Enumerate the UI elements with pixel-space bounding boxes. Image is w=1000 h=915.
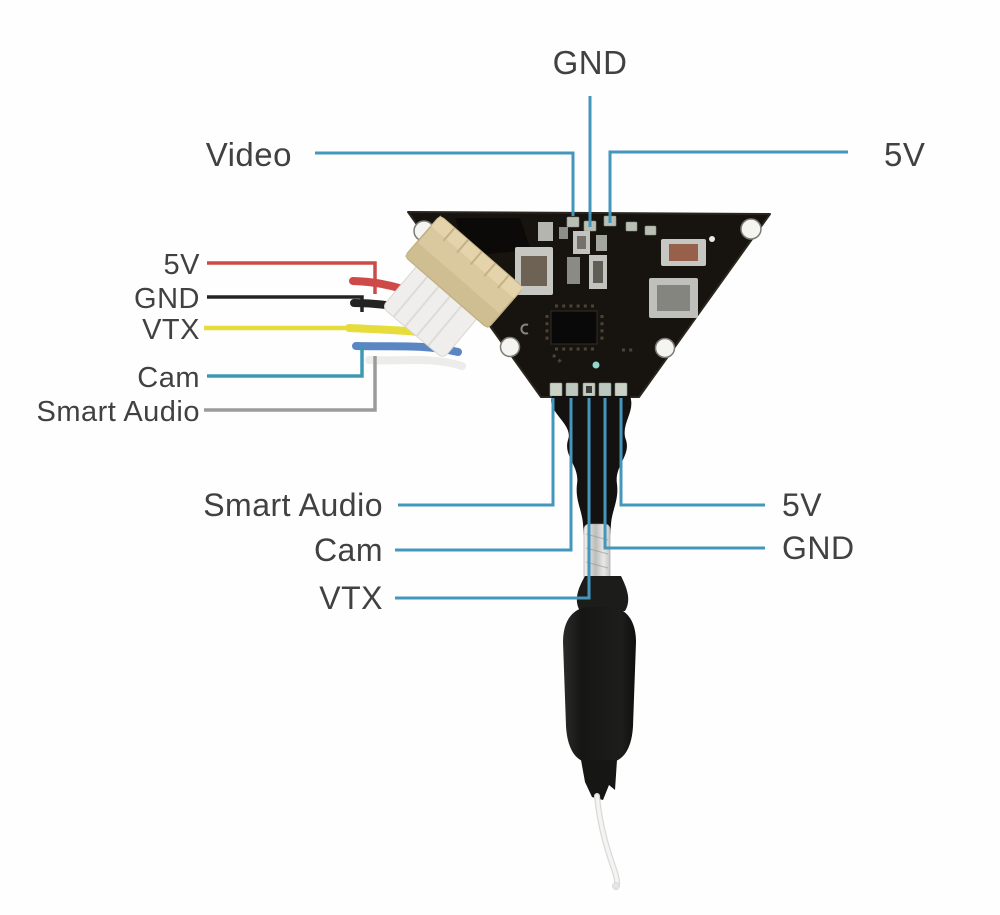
main-ic-chip [520, 304, 634, 369]
callout-line-vtx-bottom [395, 398, 591, 600]
label-cam-bottom: Cam [313, 532, 383, 568]
label-gnd-left: GND [134, 283, 200, 315]
antenna-body [563, 607, 636, 762]
callout-line-5v-left [207, 261, 377, 294]
label-vtx-bottom: VTX [319, 580, 383, 616]
callout-line-cam-bottom [395, 398, 573, 552]
callout-lines [315, 96, 848, 600]
callout-line-5v-top [608, 150, 848, 223]
label-smart-audio-left: Smart Audio [36, 396, 200, 428]
label-gnd-bottom-right: GND [782, 530, 855, 566]
label-cam-left: Cam [137, 362, 200, 394]
label-smart-audio-bottom: Smart Audio [203, 487, 383, 523]
silkscreen-mark [520, 323, 529, 335]
callout-line-video [315, 151, 575, 216]
callout-line-gnd-bottom-right [603, 398, 765, 550]
label-gnd-top: GND [552, 44, 628, 81]
status-led [592, 361, 600, 369]
smd-components [515, 222, 715, 318]
antenna-tube [581, 760, 617, 800]
antenna-assembly [551, 396, 636, 890]
bottom-solder-pads [549, 382, 628, 397]
callout-line-gnd-left [207, 295, 364, 312]
callout-line-cam-left [207, 345, 364, 378]
label-vtx-left: VTX [142, 314, 200, 346]
label-video: Video [205, 136, 292, 173]
label-5v-left: 5V [163, 249, 200, 281]
jst-socket [404, 215, 524, 329]
callout-line-5v-bottom-right [619, 398, 765, 507]
label-5v-bottom-right: 5V [782, 487, 823, 523]
pcb-board [407, 211, 771, 398]
label-5v-top-right: 5V [884, 136, 926, 173]
white-wire [365, 356, 466, 370]
antenna-neck [576, 576, 629, 611]
callout-line-smart-audio-bottom [398, 398, 555, 507]
callout-line-smart-audio-left [204, 356, 377, 412]
wire-callout-lines [204, 261, 377, 412]
